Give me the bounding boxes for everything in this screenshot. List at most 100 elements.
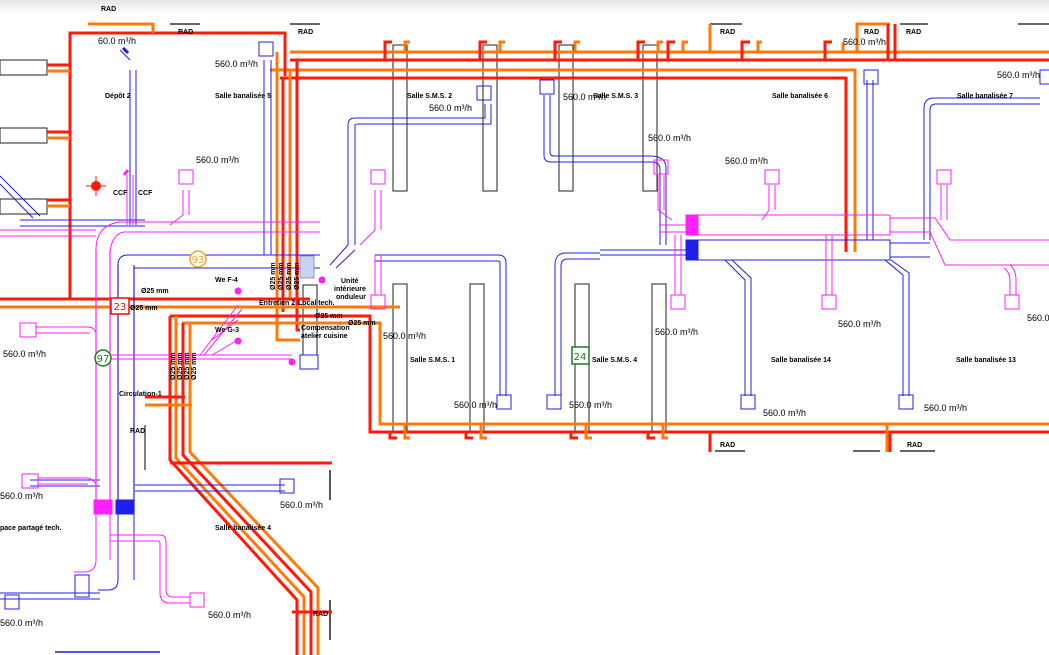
column: [558, 44, 574, 192]
flow-rate-label: 560.0 m³/h: [3, 349, 46, 359]
supply-ducts: [0, 41, 1049, 653]
wall-segment: [0, 198, 48, 215]
flow-rate-label: 560.0 m³/h: [569, 400, 612, 410]
column: [651, 283, 667, 433]
supply-diffuser: [546, 394, 562, 410]
flow-rate-label: 560.0 m³/h: [0, 618, 43, 628]
extract-grille: [21, 473, 39, 489]
flow-rate-label: 560.0 m³/h: [1027, 313, 1049, 323]
rad-label: RAD: [130, 428, 145, 435]
extract-grille: [764, 169, 780, 185]
rad-label: RAD: [906, 29, 921, 36]
rad-label: RAD: [101, 6, 116, 13]
room-label: We F-4: [215, 277, 238, 284]
tag-97[interactable]: 97: [94, 349, 112, 367]
walls: [0, 44, 667, 640]
room-label: Salle banalisée 7: [957, 93, 1013, 100]
room-label: Salle S.M.S. 1: [410, 357, 455, 364]
damper: [685, 239, 699, 261]
damper: [685, 214, 699, 236]
ccf-label: CCF: [113, 190, 128, 197]
tag-24[interactable]: 24: [571, 346, 590, 365]
tag-24-label: 24: [574, 352, 587, 363]
flow-rate-label: 560.0 m³/h: [924, 403, 967, 413]
supply-diffuser: [279, 478, 295, 494]
tag-97-label: 97: [97, 354, 110, 365]
tag-23-label: 23: [114, 302, 127, 313]
pipe-diameter-label: Ø25 mm: [170, 352, 177, 380]
pipe-diameter-label: Ø25 mm: [184, 352, 191, 380]
radiator-labels: RAD RAD RAD RAD RAD RAD RAD RAD RAD RAD: [101, 6, 922, 618]
pipe-diameter-label: Ø25 mm: [286, 262, 293, 290]
flow-rate-label: 560.0 m³/h: [280, 500, 323, 510]
supply-diffuser: [4, 594, 20, 610]
rad-label: RAD: [720, 442, 735, 449]
extract-ducts: [0, 159, 1049, 608]
pipe-diameter-label: Ø25 mm: [294, 262, 301, 290]
extract-grille: [670, 294, 686, 310]
pipe-diameter-label: Ø25 mm: [270, 262, 277, 290]
room-label: pace partagé tech.: [0, 525, 62, 532]
pipe-diameter-label: Ø25 mm: [348, 320, 376, 327]
flow-rate-label: 560.0 m³/h: [838, 319, 881, 329]
flow-rate-label: 560.0 m³/h: [208, 610, 251, 620]
supply-diffuser: [539, 79, 555, 95]
radiators: [100, 23, 1049, 452]
room-label: Circulation-1: [119, 391, 162, 398]
extract-grille: [189, 592, 205, 608]
wall-segment: [0, 127, 48, 144]
rad-label: RAD: [720, 29, 735, 36]
extract-grille: [936, 169, 952, 185]
tag-23[interactable]: 23: [110, 297, 130, 315]
ccf-label: CCF: [138, 190, 153, 197]
room-label: We G-3: [215, 327, 239, 334]
tag-93-label: 93: [192, 255, 205, 266]
viewer-top-shade: [0, 0, 1049, 14]
supply-diffuser: [898, 394, 914, 410]
rad-label: RAD: [907, 442, 922, 449]
tag-93[interactable]: 93: [189, 250, 207, 268]
supply-diffuser: [1039, 69, 1049, 85]
pipe-diameter-label: Ø25 mm: [191, 352, 198, 380]
room-labels: Dépôt 2 Salle banalisée 5 Salle S.M.S. 2…: [0, 93, 1016, 532]
damper: [93, 499, 113, 515]
flow-rate-label: 560.0 m³/h: [454, 400, 497, 410]
room-label: Unité: [341, 278, 359, 285]
extract-grille: [19, 322, 37, 338]
flow-rate-label: 560.0 m³/h: [725, 156, 768, 166]
column: [302, 284, 318, 356]
room-label: Salle banalisée 13: [956, 357, 1016, 364]
flow-rate-label: 560.0 m³/h: [383, 331, 426, 341]
room-label: Salle banalisée 14: [771, 357, 831, 364]
room-label: Salle S.M.S. 2: [407, 93, 452, 100]
supply-diffuser: [476, 85, 492, 101]
flow-rate-label: 560.0 m³/h: [648, 133, 691, 143]
room-label: Salle banalisée 6: [772, 93, 828, 100]
extract-grille: [1004, 294, 1020, 310]
pipe-diameter-label: Ø25 mm: [278, 262, 285, 290]
extract-grille: [653, 159, 669, 175]
rad-label: RAD: [298, 29, 313, 36]
damper: [115, 499, 135, 515]
extract-grille: [178, 169, 194, 185]
extract-grille: [821, 294, 837, 310]
room-label: onduleur: [336, 294, 366, 301]
indoor-unit: [299, 255, 315, 279]
room-label: intérieure: [334, 286, 366, 293]
supply-diffuser: [740, 394, 756, 410]
rad-label: RAD: [864, 29, 879, 36]
flow-rate-label: 560.0 m³/h: [215, 59, 258, 69]
flow-rate-label: 560.0 m³/h: [563, 92, 606, 102]
flow-rate-labels: 60.0 m³/h 560.0 m³/h 560.0 m³/h 560.0 m³…: [0, 36, 1049, 628]
room-label: Entretien 2: [259, 300, 295, 307]
flow-rate-label: 560.0 m³/h: [763, 408, 806, 418]
room-label: Salle S.M.S. 3: [593, 93, 638, 100]
room-label: Dépôt 2: [105, 93, 131, 100]
extract-grille: [370, 294, 386, 310]
room-label: Salle banalisée 5: [215, 93, 271, 100]
extract-grille: [370, 169, 386, 185]
flow-rate-label: 560.0 m³/h: [843, 37, 886, 47]
pipe-diameter-labels: Ø25 mm Ø25 mm Ø25 mm Ø25 mm Ø25 mm Ø25 m…: [130, 262, 376, 380]
supply-diffuser: [496, 394, 512, 410]
